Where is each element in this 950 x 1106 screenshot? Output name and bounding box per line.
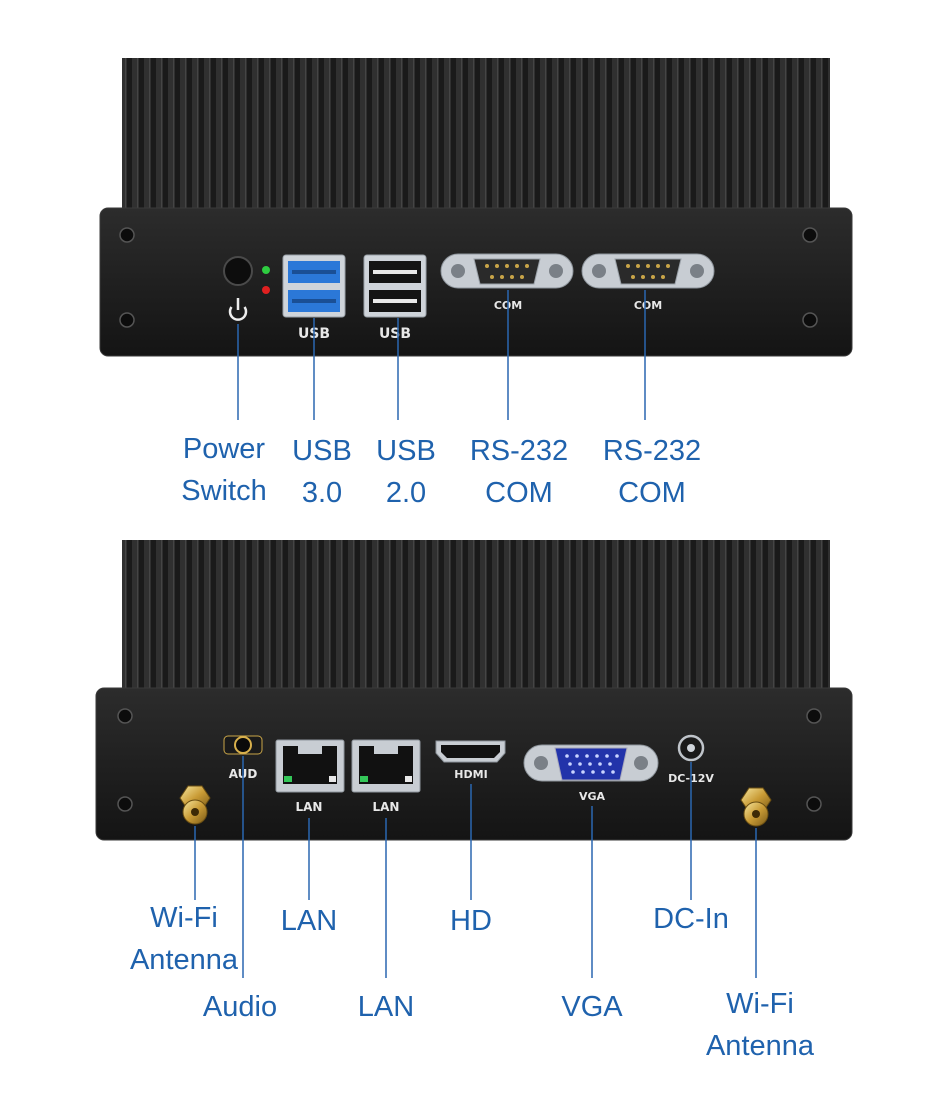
screws [117,708,822,812]
vga-port-mark: VGA [579,790,606,803]
power-button [223,256,253,286]
callout-audio: Audio [202,991,278,1023]
usb2-ports [363,254,427,318]
top-heatsink [122,58,830,210]
com2-port-mark: COM [634,299,662,312]
callout-lan-2: LAN [357,991,415,1023]
usb3-ports [282,254,346,318]
wifi-connector-right [740,787,772,827]
bottom-front-panel [95,687,853,841]
usb2-port-mark: USB [379,326,411,342]
callout-wifi-antenna-right: Wi-Fi Antenna [705,988,815,1062]
top-leader-lines [237,290,646,420]
hdmi-port-mark: HDMI [454,768,487,781]
bottom-device: AUD LAN LAN HDMI [95,540,853,841]
callout-rs232-com-1: RS-232 COM [469,435,569,509]
bottom-heatsink [122,540,830,690]
status-led-red [262,286,270,294]
top-device: USB USB COM COM [99,58,853,357]
com2-port [581,253,715,289]
com1-port [440,253,574,289]
status-led-green [262,266,270,274]
lan1-port [275,739,345,793]
bottom-leader-lines [194,756,757,978]
callout-vga: VGA [561,991,623,1023]
callout-usb-3: USB 3.0 [292,435,352,509]
callout-hd: HD [450,905,492,937]
screws [119,227,818,328]
callout-usb-2: USB 2.0 [376,435,436,509]
callout-dc-in: DC-In [653,903,729,935]
lan1-port-mark: LAN [296,800,323,814]
dc-jack [677,734,705,762]
lan2-port-mark: LAN [373,800,400,814]
callout-lan-1: LAN [280,905,338,937]
wifi-connector-left [179,785,211,825]
callout-power-switch: Power Switch [181,433,267,507]
callout-wifi-antenna-left: Wi-Fi Antenna [129,902,239,976]
power-icon [228,298,248,321]
audio-jack [223,735,263,755]
lan2-port [351,739,421,793]
vga-port [523,744,659,782]
hdmi-port [435,740,506,763]
callout-rs232-com-2: RS-232 COM [602,435,702,509]
